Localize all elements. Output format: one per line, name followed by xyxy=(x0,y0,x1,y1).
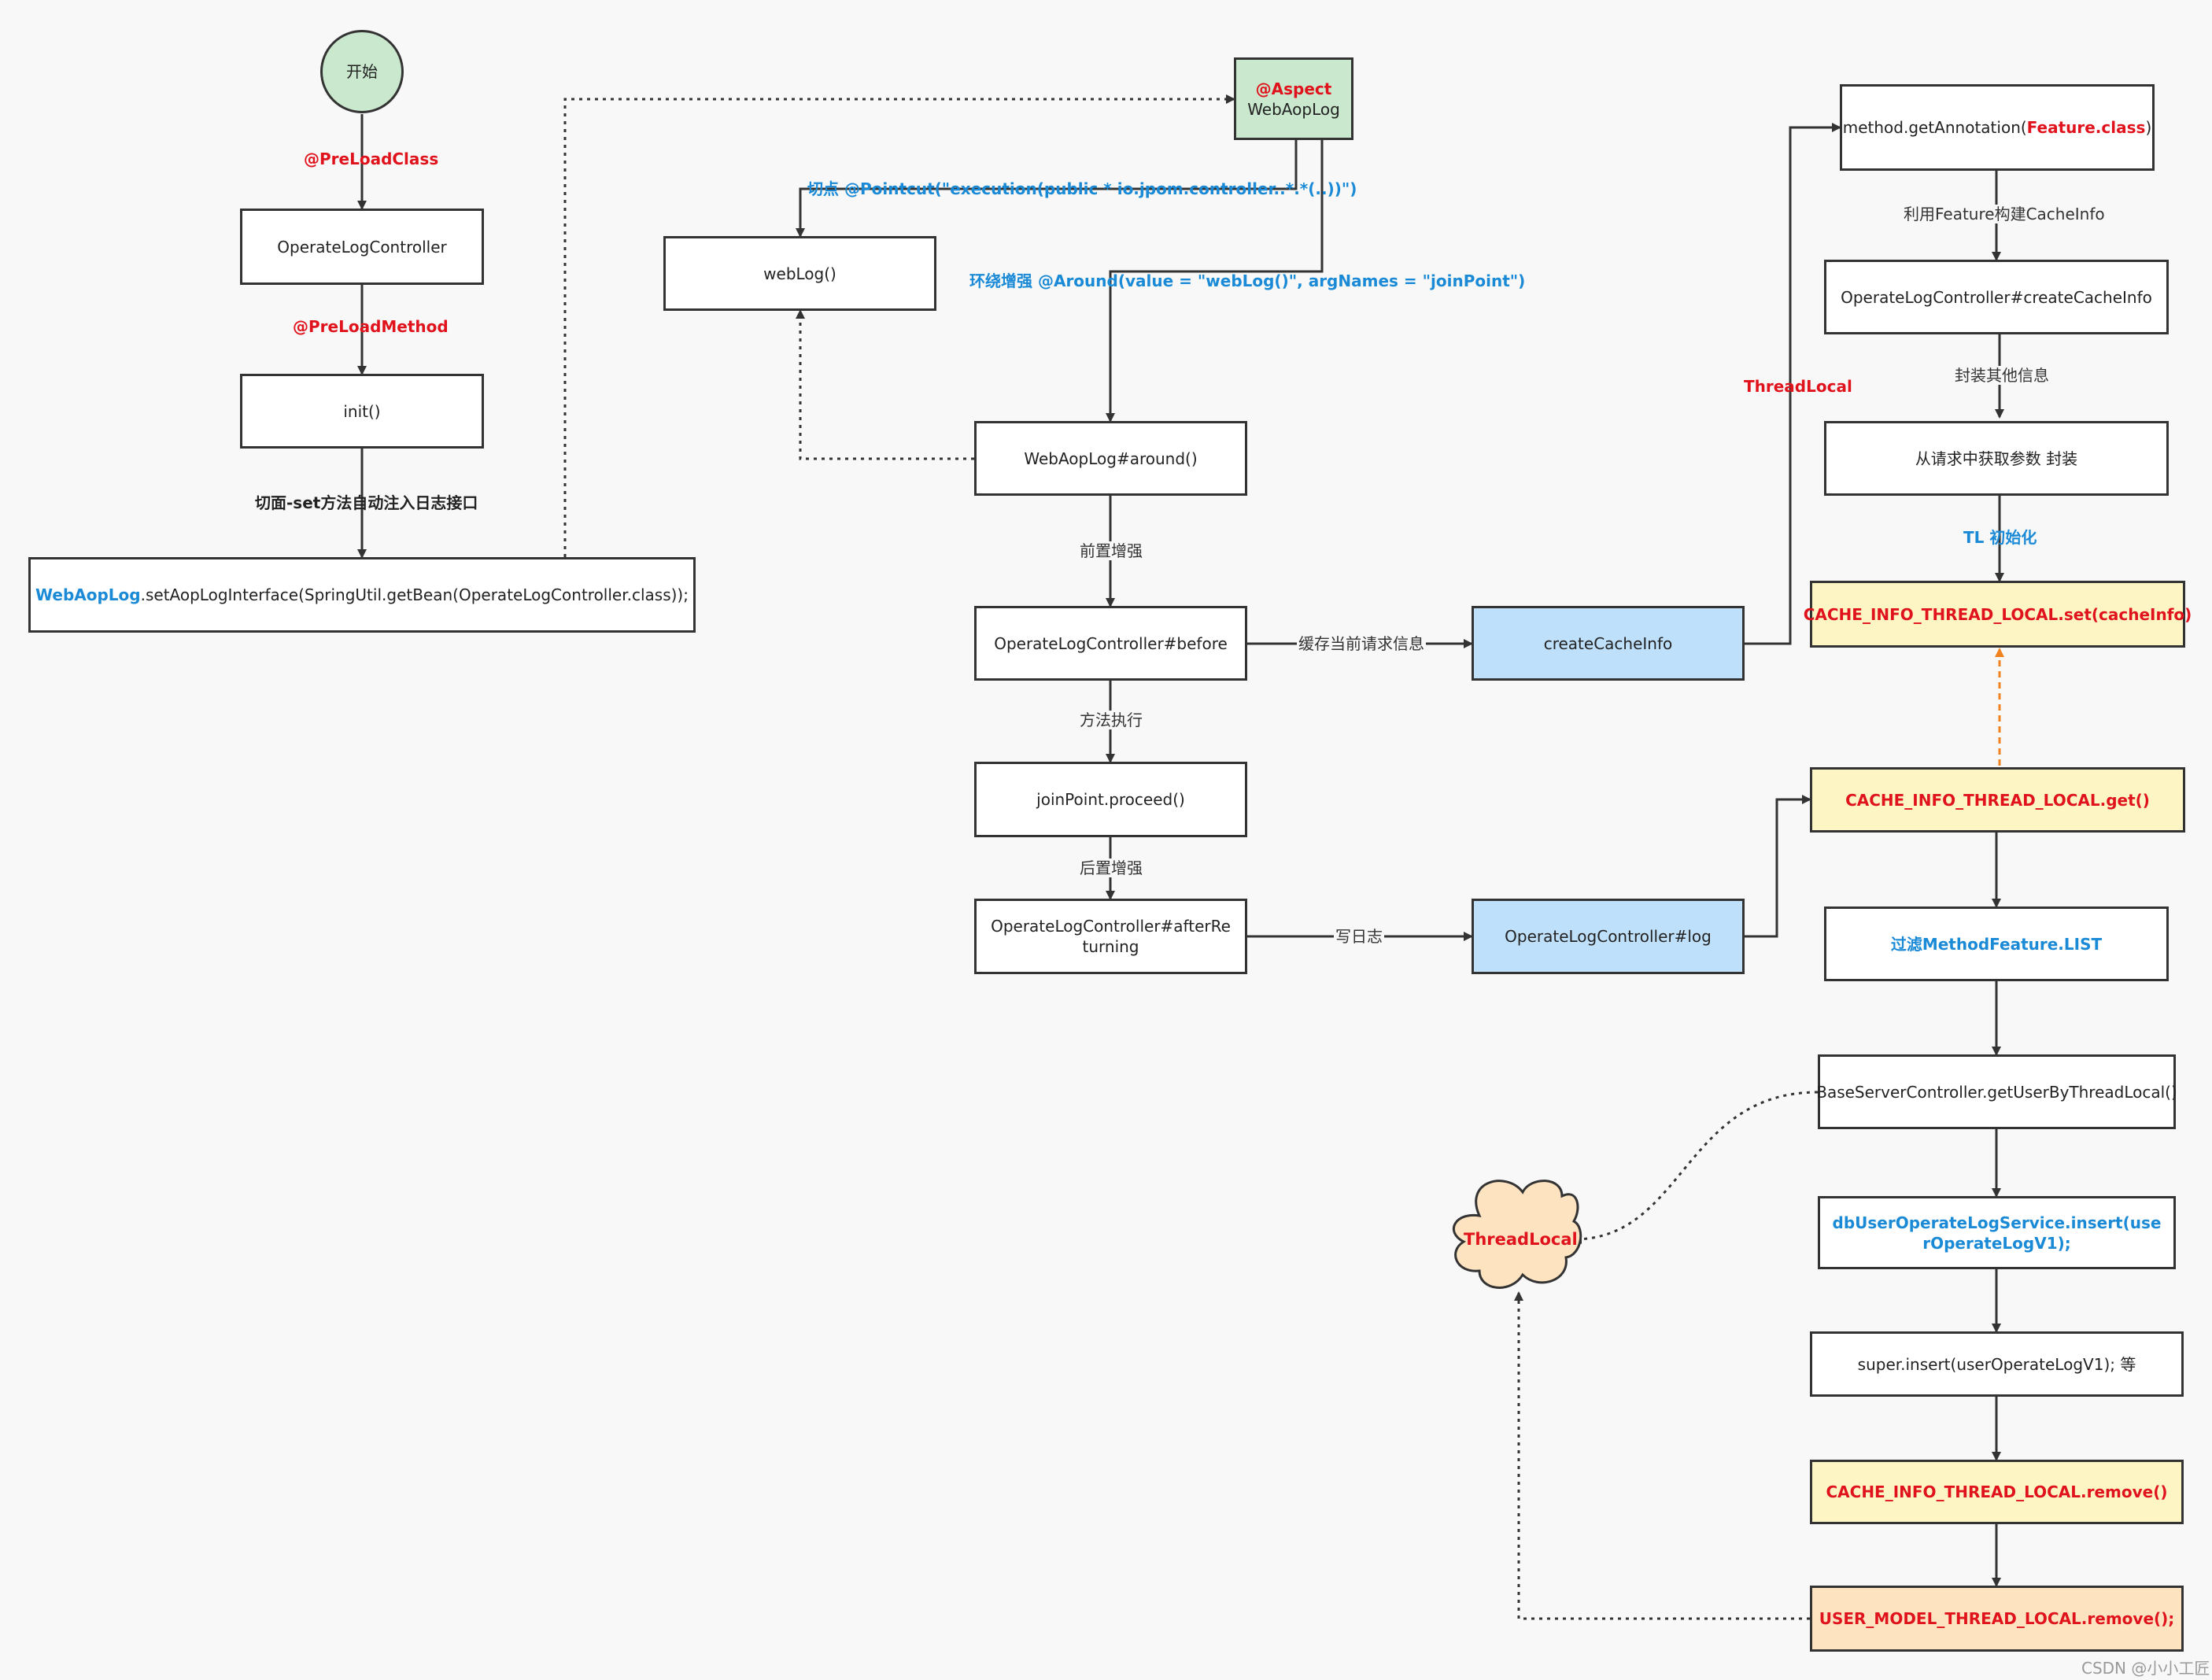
db-insert-node: dbUserOperateLogService.insert(userOpera… xyxy=(1818,1196,2176,1269)
set-aop-text: .setAopLogInterface(SpringUtil.getBean(O… xyxy=(140,585,689,604)
cache-set-text: CACHE_INFO_THREAD_LOCAL.set(cacheInfo) xyxy=(1803,604,2192,624)
label-preload-method: @PreLoadMethod xyxy=(293,317,449,336)
log-node: OperateLogController#log xyxy=(1472,899,1745,974)
label-method-exec: 方法执行 xyxy=(1078,711,1144,729)
label-wrap-other: 封装其他信息 xyxy=(1953,366,2051,385)
get-annotation-prefix: method.getAnnotation( xyxy=(1842,118,2027,137)
weblog-node: webLog() xyxy=(663,236,936,311)
feature-class-text: Feature.class xyxy=(2026,118,2146,137)
init-node: init() xyxy=(240,374,484,449)
proceed-node: joinPoint.proceed() xyxy=(974,762,1247,837)
label-post-advice: 后置增强 xyxy=(1078,858,1144,877)
thread-local-cloud-label: ThreadLocal xyxy=(1464,1230,1578,1249)
before-node: OperateLogController#before xyxy=(974,606,1247,681)
label-pointcut: 切点 @Pointcut("execution(public * io.jpom… xyxy=(807,179,1357,198)
user-remove-node: USER_MODEL_THREAD_LOCAL.remove(); xyxy=(1810,1586,2184,1652)
around-node: WebAopLog#around() xyxy=(974,421,1247,496)
edge-aspect-to-around xyxy=(1106,140,1324,423)
edge-setaop-to-aspect xyxy=(563,94,1235,557)
aspect-webaoplog-node: @Aspect WebAopLog xyxy=(1234,57,1353,140)
set-aop-log-interface-node: WebAopLog.setAopLogInterface(SpringUtil.… xyxy=(28,557,696,633)
watermark: CSDN @小小工匠 xyxy=(2081,1659,2210,1678)
edge-around-to-weblog xyxy=(796,309,974,460)
filter-method-feature-text: 过滤MethodFeature.LIST xyxy=(1890,934,2103,954)
label-cache-request: 缓存当前请求信息 xyxy=(1297,634,1426,653)
thread-local-cloud-shape xyxy=(1453,1180,1582,1289)
super-insert-node: super.insert(userOperateLogV1); 等 xyxy=(1810,1331,2184,1397)
label-build-cache: 利用Feature构建CacheInfo xyxy=(1902,205,2107,223)
aspect-name: WebAopLog xyxy=(1247,99,1340,119)
aspect-annotation: @Aspect xyxy=(1255,79,1332,98)
webaoplog-text: WebAopLog xyxy=(35,585,141,604)
cache-get-node: CACHE_INFO_THREAD_LOCAL.get() xyxy=(1810,767,2185,833)
user-remove-text: USER_MODEL_THREAD_LOCAL.remove(); xyxy=(1819,1609,2175,1628)
edge-aspect-to-weblog xyxy=(796,140,1298,238)
create-cache-info-method-node: OperateLogController#createCacheInfo xyxy=(1824,260,2169,334)
label-pre-advice: 前置增强 xyxy=(1078,541,1144,560)
label-around-advice: 环绕增强 @Around(value = "webLog()", argName… xyxy=(969,271,1526,290)
get-user-node: BaseServerController.getUserByThreadLoca… xyxy=(1816,1054,2177,1129)
edge-getuser-to-cloud xyxy=(1572,1091,1819,1244)
label-thread-local: ThreadLocal xyxy=(1744,377,1852,396)
operate-log-controller-node: OperateLogController xyxy=(240,209,484,285)
start-node: 开始 xyxy=(320,30,404,113)
edge-log-to-cacheget xyxy=(1745,795,1811,938)
get-annotation-node: method.getAnnotation(Feature.class) xyxy=(1840,84,2155,171)
label-aspect-set: 切面-set方法自动注入日志接口 xyxy=(255,493,478,512)
db-insert-text: dbUserOperateLogService.insert(userOpera… xyxy=(1832,1213,2162,1253)
label-preload-class: @PreLoadClass xyxy=(304,150,439,168)
edge-createcacheinfo-to-getannotation xyxy=(1745,123,1841,645)
cache-set-node: CACHE_INFO_THREAD_LOCAL.set(cacheInfo) xyxy=(1804,581,2192,648)
create-cache-info-node: createCacheInfo xyxy=(1472,606,1745,681)
after-returning-node: OperateLogController#afterReturning xyxy=(974,899,1247,974)
filter-method-feature-node: 过滤MethodFeature.LIST xyxy=(1824,906,2169,981)
label-tl-init: TL 初始化 xyxy=(1963,528,2037,547)
get-annotation-suffix: ) xyxy=(2145,118,2152,137)
cache-remove-node: CACHE_INFO_THREAD_LOCAL.remove() xyxy=(1810,1460,2184,1524)
edge-userremove-to-cloud xyxy=(1514,1291,1810,1620)
cache-remove-text: CACHE_INFO_THREAD_LOCAL.remove() xyxy=(1826,1482,2168,1501)
get-params-node: 从请求中获取参数 封装 xyxy=(1824,421,2169,496)
label-write-log: 写日志 xyxy=(1334,927,1384,946)
cache-get-text: CACHE_INFO_THREAD_LOCAL.get() xyxy=(1845,790,2150,810)
